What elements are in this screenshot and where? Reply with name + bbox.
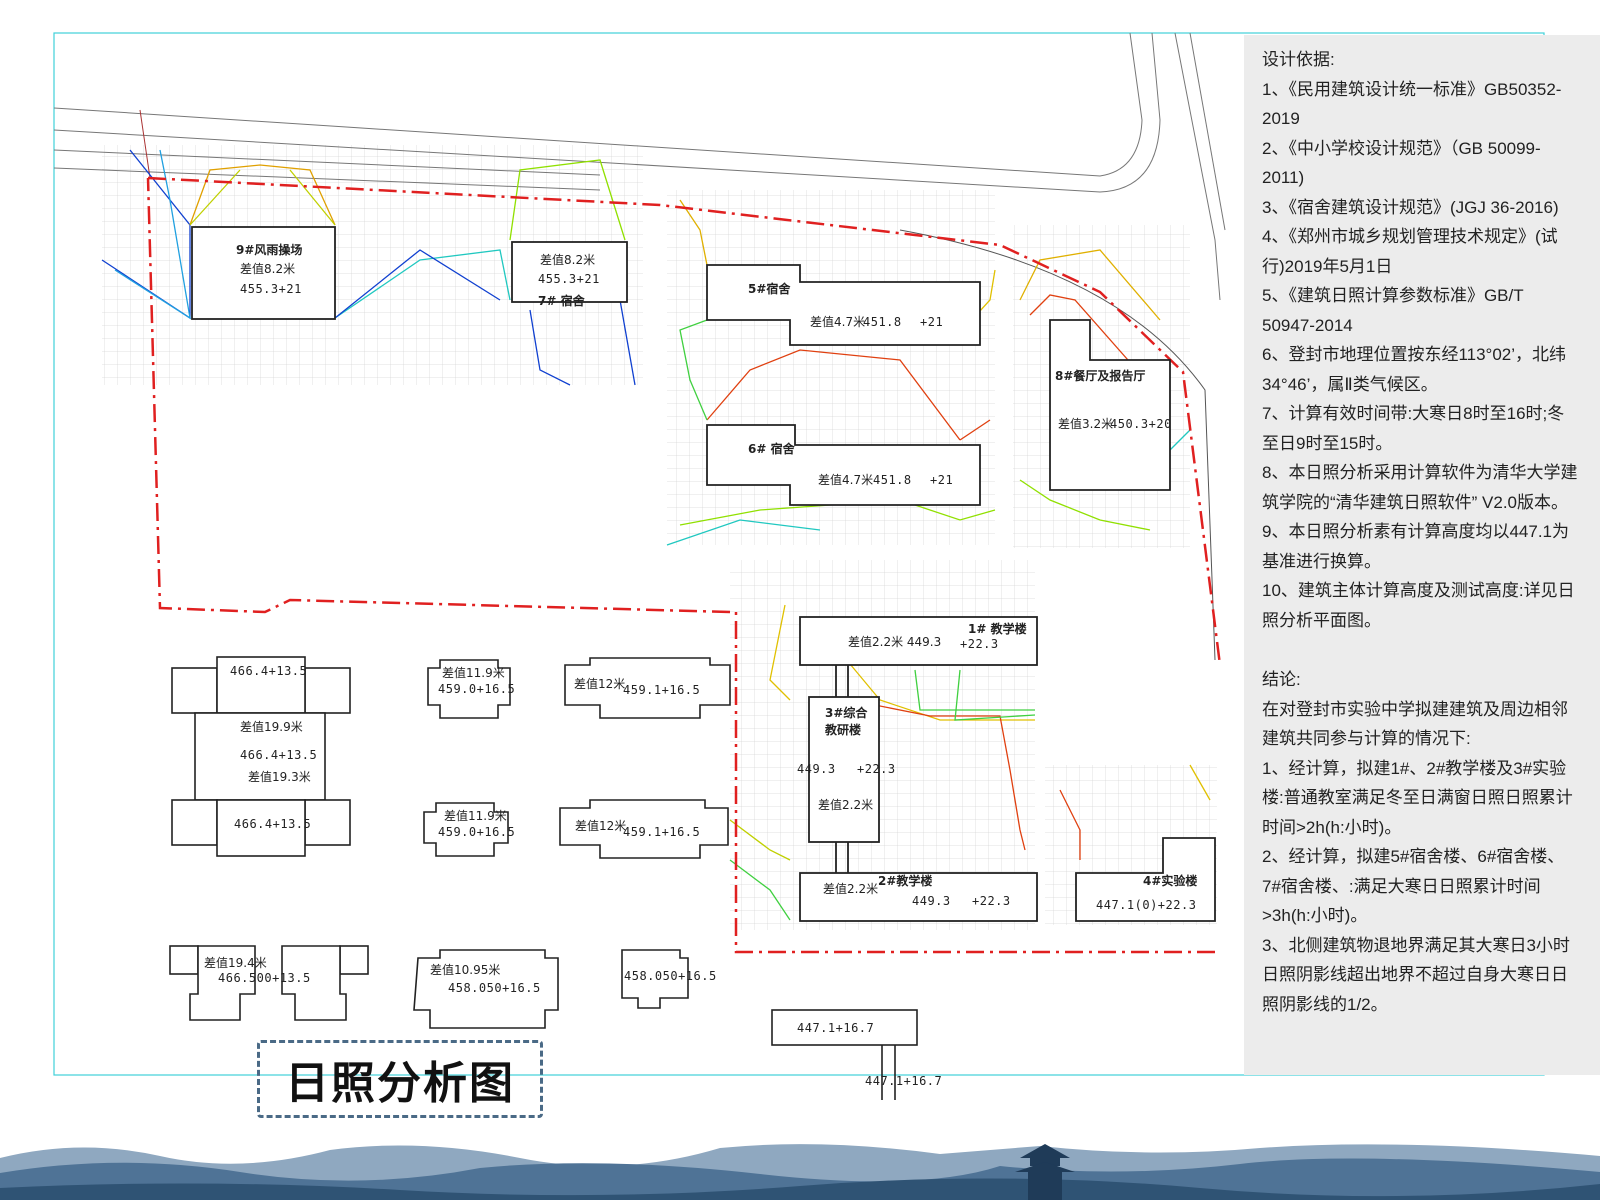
building-2-elev: 449.3 [912,894,951,908]
building-7-diff: 差值8.2米 [540,253,596,267]
conclusion-item: 2、经计算，拟建5#宿舍楼、6#宿舍楼、7#宿舍楼、:满足大寒日日照累计时间>3… [1262,847,1565,925]
building-6-name: 6# 宿舍 [748,442,795,456]
building-9 [191,226,336,320]
building-9-height: 455.3+21 [240,282,302,296]
neighbor-height: 459.1+16.5 [623,825,701,839]
building-2-diff: 差值2.2米 [823,882,879,896]
design-basis-item: 4、《郑州市城乡规划管理技术规定》(试行)2019年5月1日 [1262,227,1558,276]
building-9-name: 9#风雨操场 [236,243,303,257]
neighbor-height: 458.050+16.5 [624,969,717,983]
conclusion-intro: 在对登封市实验中学拟建建筑及周边相邻建筑共同参与计算的情况下: [1262,699,1568,749]
building-3-diff: 差值2.2米 [818,798,874,812]
design-basis-item: 1、《民用建筑设计统一标准》GB50352-2019 [1262,79,1562,129]
building-5-diff: 差值4.7米 [810,315,866,329]
building-1-add: +22.3 [960,637,999,651]
neighbor-diff: 差值11.9米 [444,809,507,823]
neighbor-diff: 差值12米 [574,677,626,691]
neighbor-height: 458.050+16.5 [448,981,541,995]
design-basis-item: 10、建筑主体计算高度及测试高度:详见日照分析平面图。 [1262,581,1575,630]
building-6-elev: 451.8 [873,473,912,487]
building-3-name-2: 教研楼 [825,723,862,737]
building-2-name: 2#教学楼 [878,874,933,888]
design-basis-item: 9、本日照分析素有计算高度均以447.1为基准进行换算。 [1262,522,1569,571]
building-8-name: 8#餐厅及报告厅 [1055,369,1146,383]
building-1-name: 1# 教学楼 [968,622,1027,636]
neighbor-height: 466.4+13.5 [240,748,318,762]
building-3-name-1: 3#综合 [825,706,868,720]
neighbor-height: 447.1+16.7 [865,1074,943,1088]
design-basis-item: 7、计算有效时间带:大寒日8时至16时;冬至日9时至15时。 [1262,404,1565,453]
building-4-height: 447.1(0)+22.3 [1096,898,1197,912]
building-8 [1049,319,1171,491]
building-6 [706,424,981,506]
building-7 [511,241,628,303]
building-3-add: +22.3 [857,762,896,776]
building-4-name: 4#实验楼 [1143,874,1198,888]
neighbor-height: 459.0+16.5 [438,682,516,696]
proposed-buildings [191,226,1216,922]
design-basis-item: 3、《宿舍建筑设计规范》(JGJ 36-2016) [1262,197,1559,217]
design-basis-item: 5、《建筑日照计算参数标准》GB/T 50947-2014 [1262,286,1524,335]
building-6-add: +21 [930,473,954,487]
neighbor-height: 459.1+16.5 [623,683,701,697]
building-2-add: +22.3 [972,894,1011,908]
neighbor-diff: 差值10.95米 [430,963,501,977]
building-5 [706,264,981,346]
neighbor-diff: 差值11.9米 [442,666,505,680]
notes-panel: 设计依据: 1、《民用建筑设计统一标准》GB50352-2019 2、《中小学校… [1244,35,1600,1075]
design-basis-item: 8、本日照分析采用计算软件为清华大学建筑学院的“清华建筑日照软件” V2.0版本… [1262,463,1578,512]
design-basis-heading: 设计依据: [1262,50,1335,69]
neighbor-buildings [169,656,918,1100]
neighbor-height: 466.4+13.5 [234,817,312,831]
pavilion-icon [1015,1144,1075,1200]
neighbor-diff: 差值19.9米 [240,720,303,734]
mountain-banner [0,1144,1600,1200]
neighbor-diff: 差值19.3米 [248,770,311,784]
design-basis-item: 6、登封市地理位置按东经113°02’，北纬34°46’，属Ⅱ类气候区。 [1262,345,1567,394]
building-3-elev: 449.3 [797,762,836,776]
building-1-diff: 差值2.2米 449.3 [848,635,942,649]
building-3 [808,696,880,843]
building-4 [1075,837,1216,922]
design-basis-item: 2、《中小学校设计规范》（GB 50099-2011) [1262,138,1541,188]
neighbor-height: 466.500+13.5 [218,971,311,985]
drawing-title: 日照分析图 [257,1040,543,1118]
site-boundary [146,176,1222,954]
building-1 [799,616,1038,666]
building-5-name: 5#宿舍 [748,282,791,296]
neighbor-height: 466.4+13.5 [230,664,308,678]
roads [53,32,1226,661]
building-7-height: 455.3+21 [538,272,600,286]
building-8-diff: 差值3.2米 [1058,417,1114,431]
neighbor-height: 459.0+16.5 [438,825,516,839]
neighbor-diff: 差值19.4米 [204,956,267,970]
building-8-height: 450.3+20 [1110,417,1172,431]
conclusion-item: 3、北侧建筑物退地界满足其大寒日3小时日照阴影线超出地界不超过自身大寒日日照阴影… [1262,935,1570,1014]
conclusion-heading: 结论: [1262,670,1301,689]
building-5-elev: 451.8 [863,315,902,329]
conclusion-item: 1、经计算，拟建1#、2#教学楼及3#实验楼:普通教室满足冬至日满窗日照日照累计… [1262,758,1573,837]
neighbor-diff: 差值12米 [575,819,627,833]
building-2 [799,872,1038,922]
neighbor-height: 447.1+16.7 [797,1021,875,1035]
building-9-diff: 差值8.2米 [240,262,296,276]
building-7-name: 7# 宿舍 [538,294,585,308]
building-5-add: +21 [920,315,944,329]
building-6-diff: 差值4.7米 [818,473,874,487]
sunlight-contours [101,149,1211,921]
